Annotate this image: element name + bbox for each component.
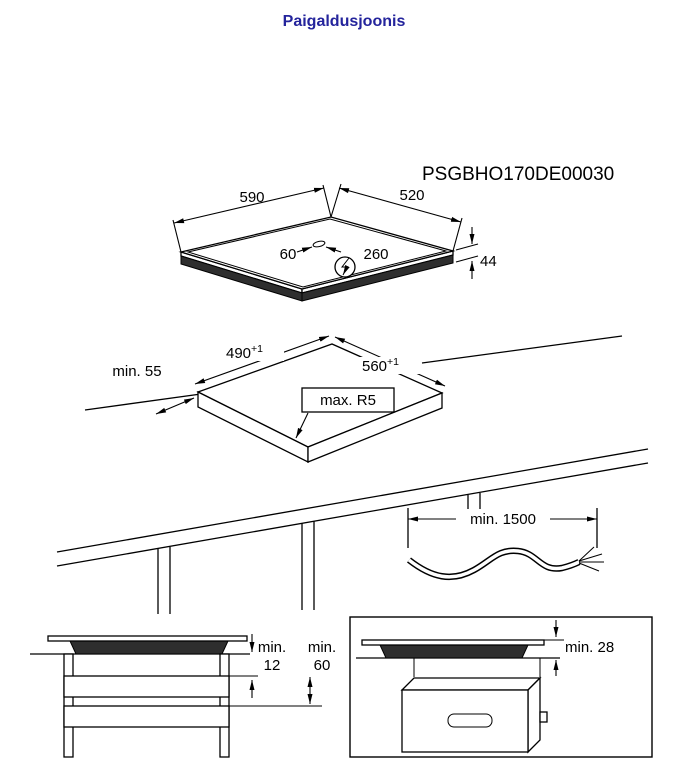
hob-body-section	[69, 640, 229, 655]
cable-length-label: min. 1500	[470, 511, 536, 528]
gap60-min-label: min.	[308, 639, 336, 656]
power-connection-icon	[334, 256, 356, 278]
worktop-cutout-view: 490+1 560+1 min. 55 max. R5	[56, 335, 649, 614]
min-edge-distance-label: min. 55	[112, 363, 161, 380]
cutout-width-value: 560	[362, 358, 387, 375]
cable-length-label-bg	[456, 509, 550, 529]
cutout-wall-right	[307, 392, 443, 463]
oven-clearance-view: min. 28	[349, 616, 653, 758]
hob-depth-dimension	[330, 183, 463, 252]
drawer-front-lower	[63, 705, 230, 728]
gap28-label: min. 28	[565, 639, 614, 656]
cable-length-view: min. 1500	[406, 508, 604, 580]
oven-knob	[539, 711, 548, 723]
part-number: PSGBHO170DE00030	[422, 164, 614, 185]
hob-glass-section-oven	[361, 639, 545, 646]
gap12-min-label: min.	[258, 639, 286, 656]
worktop-front-bottom-edge	[56, 462, 649, 567]
oven-top	[400, 677, 542, 691]
oven-vent-slot	[447, 713, 493, 728]
worktop-front-top-edge	[56, 448, 649, 553]
lightning-bolt-icon	[340, 257, 350, 276]
cutout-depth-label: 490+1	[226, 343, 263, 362]
hob-isometric-view: 590 520 60 260 44	[172, 183, 497, 302]
cable-offset-a-label: 60	[280, 246, 297, 263]
worktop-back-edge-right	[421, 335, 623, 364]
hob-glass-inner-border	[186, 218, 448, 288]
hob-body-right	[301, 254, 454, 302]
oven-front	[401, 689, 529, 753]
cable-gland	[312, 240, 326, 248]
drawer-front-upper	[63, 675, 230, 698]
hob-body-section-oven	[379, 644, 529, 659]
cable-offset-b-label: 260	[363, 246, 388, 263]
page-title: Paigaldusjoonis	[283, 13, 406, 30]
gap60-value-label: 60	[314, 657, 331, 674]
cutout-width-tolerance: +1	[387, 356, 399, 368]
power-cable	[406, 546, 604, 580]
drawer-clearance-view: min. 12 min. 60	[30, 634, 336, 758]
hob-width-label: 590	[239, 189, 264, 206]
min-edge-distance-dimension	[155, 397, 195, 415]
inset-border	[349, 616, 653, 758]
oven	[400, 676, 548, 754]
oven-side	[527, 676, 541, 754]
hob-width-dimension	[172, 184, 332, 253]
corner-radius-leader	[295, 412, 309, 439]
gap12-value-label: 12	[264, 657, 281, 674]
cutout-depth-value: 490	[226, 345, 251, 362]
cutout-width-label-bg	[358, 357, 420, 374]
cutout-depth-tolerance: +1	[251, 343, 263, 355]
cable-position-dimension	[296, 240, 342, 253]
worktop-legs	[157, 493, 481, 614]
corner-radius-label: max. R5	[320, 392, 376, 409]
cutout-width-label: 560+1	[362, 356, 399, 375]
worktop-back-edge-left	[84, 393, 202, 411]
hob-height-dimension	[455, 227, 479, 279]
cutout-depth-label-bg	[222, 344, 284, 361]
hob-height-label: 44	[480, 253, 497, 270]
hob-glass-section	[47, 635, 248, 642]
corner-radius-box	[301, 387, 395, 413]
cable-wire-strands	[578, 546, 604, 572]
hob-depth-label: 520	[399, 187, 424, 204]
